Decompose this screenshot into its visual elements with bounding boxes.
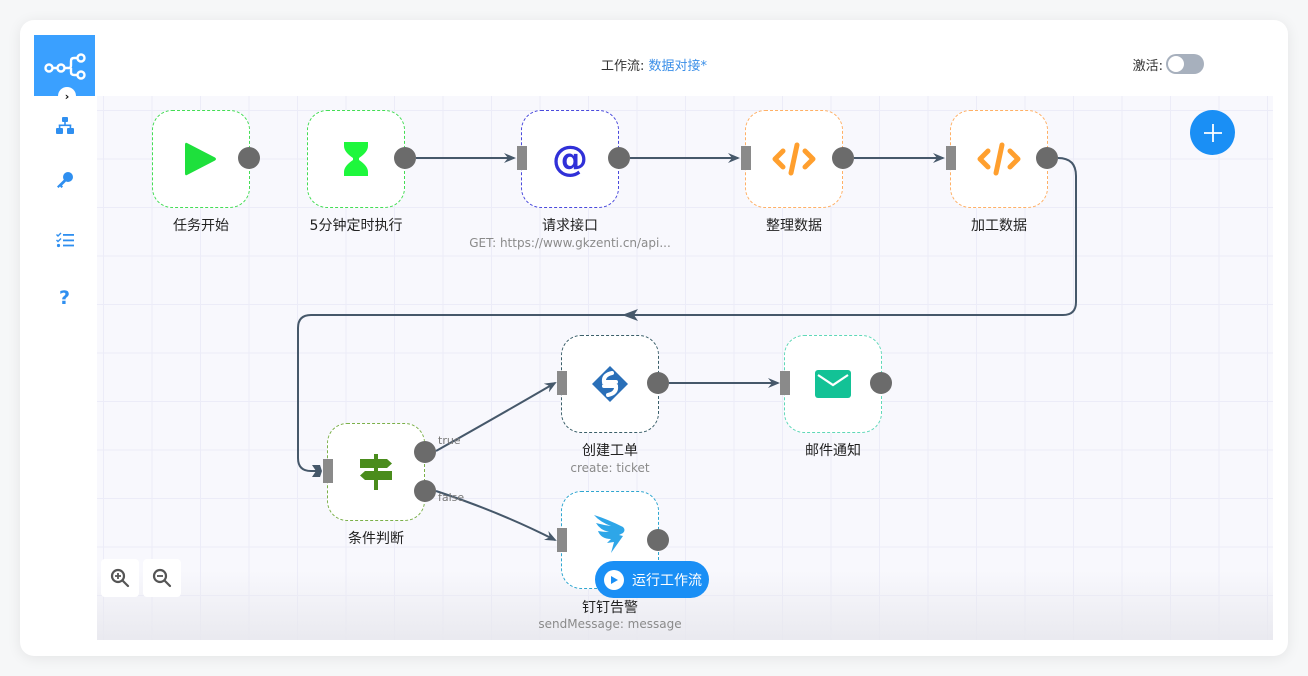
node-email-output[interactable]	[870, 372, 892, 394]
signpost-icon	[360, 454, 392, 490]
node-email-label: 邮件通知	[805, 443, 861, 459]
node-cron[interactable]	[307, 110, 405, 208]
node-http-output[interactable]	[608, 147, 630, 169]
zoom-in-icon	[110, 568, 130, 588]
node-dingtalk-input[interactable]	[557, 528, 567, 552]
workflow-canvas[interactable]	[97, 96, 1273, 640]
node-code2[interactable]	[950, 110, 1048, 208]
node-dingtalk-subtitle: sendMessage: message	[538, 617, 682, 631]
node-http-input[interactable]	[517, 146, 527, 170]
node-code1-label: 整理数据	[766, 218, 822, 234]
node-code1[interactable]	[745, 110, 843, 208]
question-icon: ?	[58, 287, 71, 309]
dingtalk-icon	[594, 515, 625, 553]
node-code2-label: 加工数据	[971, 218, 1027, 234]
node-email[interactable]	[784, 335, 882, 433]
activate-control: 激活:	[1133, 54, 1204, 74]
workflow-title: 工作流: 数据对接*	[20, 55, 1288, 74]
sidebar-item-workflows[interactable]	[34, 111, 95, 141]
node-ticket[interactable]	[561, 335, 659, 433]
add-node-button[interactable]	[1190, 110, 1235, 155]
node-code1-input[interactable]	[741, 146, 751, 170]
toggle-knob	[1168, 56, 1184, 72]
sitemap-icon	[55, 117, 74, 134]
node-cron-label: 5分钟定时执行	[309, 218, 403, 234]
zentao-icon	[592, 366, 628, 402]
node-ticket-subtitle: create: ticket	[570, 461, 650, 475]
edge-label-false: false	[438, 491, 465, 504]
sidebar-item-help[interactable]: ?	[34, 283, 95, 313]
zoom-in-button[interactable]	[101, 559, 139, 597]
node-if-input[interactable]	[323, 459, 333, 483]
node-http-subtitle: GET: https://www.gkzenti.cn/api...	[469, 236, 671, 250]
envelope-icon	[815, 370, 851, 398]
node-dingtalk-label: 钉钉告警	[582, 600, 638, 616]
code-icon	[772, 142, 816, 176]
app-logo[interactable]	[34, 35, 95, 96]
node-http[interactable]: @	[521, 110, 619, 208]
code-icon	[977, 142, 1021, 176]
node-if-label: 条件判断	[348, 531, 404, 547]
play-circle-icon	[604, 569, 624, 590]
at-icon: @	[552, 138, 588, 180]
play-icon	[185, 142, 216, 176]
activate-label: 激活:	[1132, 58, 1163, 74]
node-ticket-output[interactable]	[647, 372, 669, 394]
chevron-right-icon: ›	[64, 89, 70, 103]
activate-toggle[interactable]	[1166, 54, 1204, 74]
node-code2-output[interactable]	[1036, 147, 1058, 169]
title-prefix: 工作流:	[600, 59, 645, 74]
plus-icon	[1203, 123, 1222, 142]
sidebar-collapse-button[interactable]: ›	[58, 87, 76, 105]
node-http-label: 请求接口	[542, 218, 598, 234]
zoom-out-button[interactable]	[143, 559, 181, 597]
node-dingtalk-output[interactable]	[647, 529, 669, 551]
edge-label-true: true	[438, 434, 461, 447]
node-if[interactable]	[327, 423, 425, 521]
node-start-label: 任务开始	[173, 218, 229, 234]
node-cron-output[interactable]	[394, 147, 416, 169]
sidebar-item-executions[interactable]	[34, 225, 95, 255]
sidebar-item-credentials[interactable]	[34, 165, 95, 195]
run-workflow-label: 运行工作流	[632, 572, 702, 589]
tasks-icon	[55, 232, 74, 248]
node-email-input[interactable]	[780, 371, 790, 395]
hourglass-icon	[344, 142, 368, 176]
workflow-logo-icon	[43, 52, 86, 80]
zoom-out-icon	[152, 568, 172, 588]
run-workflow-button[interactable]: 运行工作流	[595, 561, 709, 598]
node-ticket-label: 创建工单	[582, 443, 638, 459]
node-if-output-false[interactable]	[414, 480, 436, 502]
node-code1-output[interactable]	[832, 147, 854, 169]
node-code2-input[interactable]	[946, 146, 956, 170]
workflow-name[interactable]: 数据对接*	[648, 59, 708, 74]
key-icon	[56, 172, 73, 188]
node-start[interactable]	[152, 110, 250, 208]
node-if-output-true[interactable]	[414, 441, 436, 463]
node-start-output[interactable]	[238, 147, 260, 169]
node-ticket-input[interactable]	[557, 371, 567, 395]
app-window: › ? 工作流: 数据对接* 激活:	[20, 20, 1288, 656]
